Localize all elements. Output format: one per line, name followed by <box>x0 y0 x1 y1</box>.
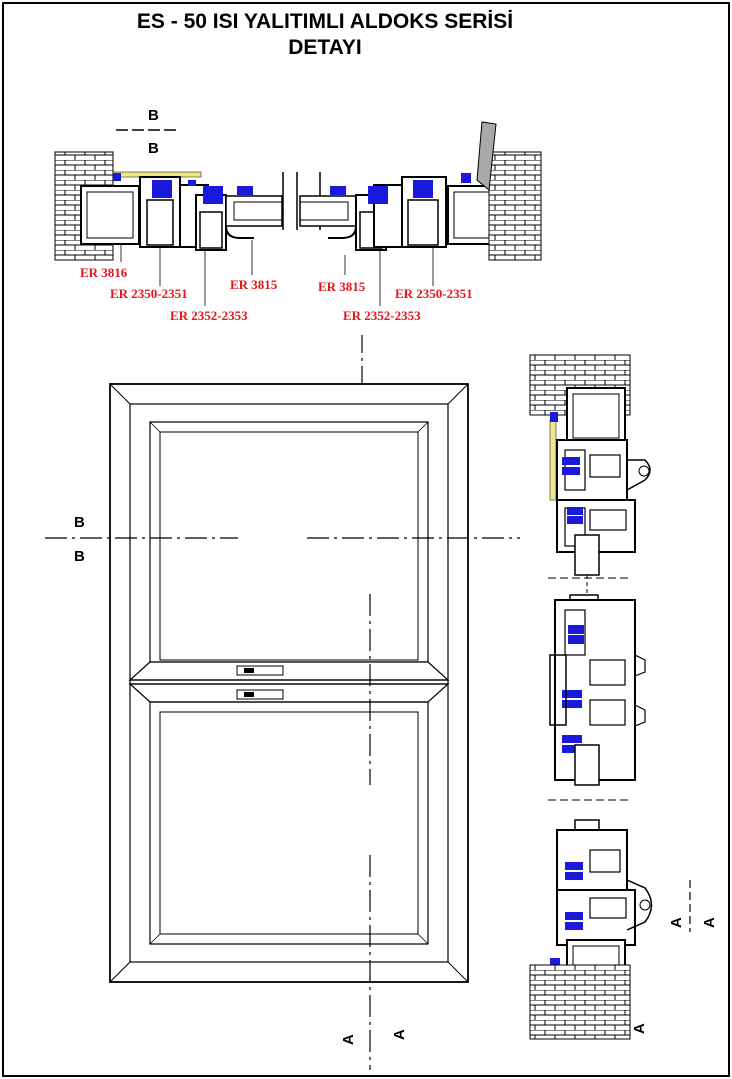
window-elevation: B B A A <box>45 335 520 1070</box>
section-mark-b-lower: B <box>148 140 159 157</box>
label-er2352-right: ER 2352-2353 <box>343 308 421 323</box>
drawing-title-line2: DETAYI <box>288 36 362 59</box>
lower-lock-handle <box>236 689 284 700</box>
label-er3816: ER 3816 <box>80 265 128 280</box>
upper-lock-handle <box>236 665 284 676</box>
label-er2352-left: ER 2352-2353 <box>170 308 248 323</box>
section-mark-a-right-bottom: A <box>631 1023 648 1034</box>
vertical-section-a-a: A A A <box>529 354 718 1040</box>
bottom-brick-wall <box>529 964 631 1040</box>
label-er3815-right: ER 3815 <box>318 279 366 294</box>
section-mark-b-left-upper: B <box>74 514 85 531</box>
section-mark-a-bottom-left: A <box>340 1034 357 1045</box>
label-er2350-right: ER 2350-2351 <box>395 286 473 301</box>
gray-sill-bar <box>476 121 497 191</box>
section-mark-b-upper: B <box>148 107 159 124</box>
section-mark-a-right-2: A <box>701 917 718 928</box>
label-er2350-left: ER 2350-2351 <box>110 286 188 301</box>
section-mark-a-right-1: A <box>668 917 685 928</box>
right-brick-wall <box>488 151 542 261</box>
section-mark-b-left-lower: B <box>74 548 85 565</box>
horizontal-section-b-b: B B <box>54 107 542 323</box>
drawing-title-line1: ES - 50 ISI YALITIMLI ALDOKS SERİSİ <box>137 10 513 33</box>
right-frame-profile <box>299 173 471 251</box>
section-mark-a-bottom-right: A <box>391 1029 408 1040</box>
label-er3815-left: ER 3815 <box>230 277 278 292</box>
